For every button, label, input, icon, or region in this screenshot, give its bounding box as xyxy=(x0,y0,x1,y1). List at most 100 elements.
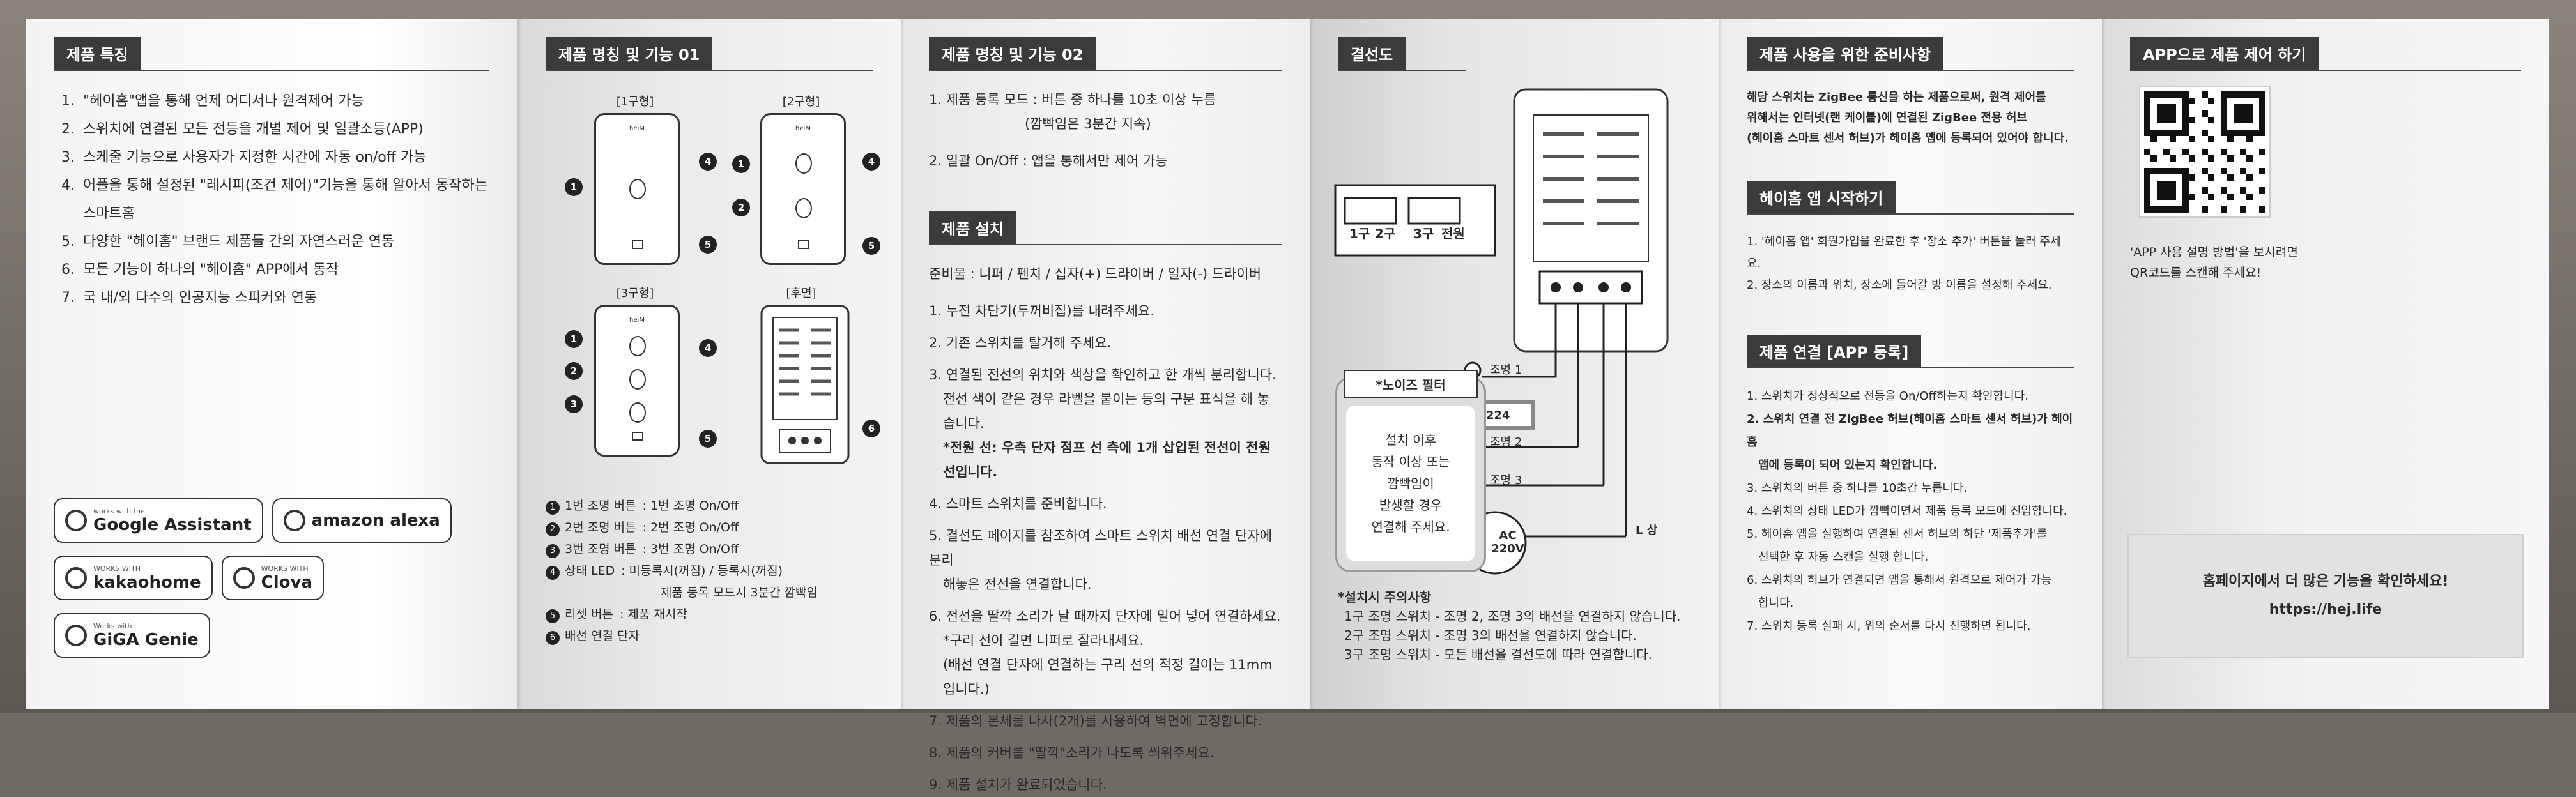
partner-logo-name: Clova xyxy=(261,572,312,592)
install-step: 전선 색이 같은 경우 라벨을 붙이는 등의 구분 표식을 해 놓습니다. xyxy=(943,391,1270,431)
feature-item: 국 내/외 다수의 인공지능 스피커와 연동 xyxy=(79,284,489,312)
homepage-banner: 홈페이지에서 더 많은 기능을 확인하세요! https://hej.life xyxy=(2128,534,2524,658)
terminal-label-3: 3구 xyxy=(1413,226,1434,241)
legend-label: 3번 조명 버튼 xyxy=(565,542,636,556)
lamp-label-3: 조명 3 xyxy=(1490,474,1522,487)
light-button xyxy=(795,198,812,218)
legend-desc: 제품 등록 모드시 3분간 깜빡임 xyxy=(661,586,818,600)
section-header: 제품 설치 xyxy=(929,211,1282,245)
noise-line: 동작 이상 또는 xyxy=(1371,454,1450,469)
qr-code[interactable] xyxy=(2140,87,2269,216)
ac-label: AC 220V xyxy=(1491,529,1524,556)
partner-logo-caption: Works with xyxy=(93,621,132,630)
partner-logo-name: amazon alexa xyxy=(311,511,440,530)
connect-step: 1. 스위치가 정상적으로 전등을 On/Off하는지 확인합니다. xyxy=(1747,390,2028,403)
connect-step: 4. 스위치의 상태 LED가 깜빡이면서 제품 등록 모드에 진입합니다. xyxy=(1747,505,2067,518)
install-step: *전원 선: 우측 단자 점프 선 측에 1개 삽입된 전선이 전원 선입니다. xyxy=(943,440,1271,480)
start-step: 1. '헤이홈 앱' 회원가입을 완료한 후 '장소 추가' 버튼을 눌러 주세… xyxy=(1747,235,2061,270)
partner-logo-name: Google Assistant xyxy=(93,515,252,535)
connect-step: 선택한 후 자동 스캔을 실행 합니다. xyxy=(1758,550,1929,564)
install-step: 4. 스마트 스위치를 준비합니다. xyxy=(929,496,1107,512)
feature-item: 스케줄 기능으로 사용자가 지정한 시간에 자동 on/off 가능 xyxy=(79,144,489,172)
section-title: 제품 명칭 및 기능 01 xyxy=(546,37,713,70)
fold-line xyxy=(2102,19,2106,709)
feature-list: "헤이홈"앱을 통해 언제 어디서나 원격제어 가능스위치에 연결된 모든 전등… xyxy=(54,87,489,312)
legend-number: 4 xyxy=(546,566,560,580)
panel-app-control: APP으로 제품 제어 하기 'APP 사용 설명 방법'을 보시려면 QR코드… xyxy=(2102,19,2549,709)
install-steps: 준비물 : 니퍼 / 펜치 / 십자(+) 드라이버 / 일자(-) 드라이버 … xyxy=(929,262,1282,797)
callout-5: 5 xyxy=(862,237,880,255)
status-led xyxy=(632,240,643,249)
legend-label: 1번 조명 버튼 xyxy=(565,499,636,513)
caution-item: 2구 조명 스위치 - 조명 3의 배선을 연결하지 않습니다. xyxy=(1344,628,1637,643)
install-step: 해놓은 전선을 연결합니다. xyxy=(943,577,1092,592)
legend-number: 6 xyxy=(546,631,560,645)
install-cautions: *설치시 주의사항 1구 조명 스위치 - 조명 2, 조명 3의 배선을 연결… xyxy=(1338,588,1680,664)
light-button xyxy=(629,179,646,199)
section-title: 결선도 xyxy=(1338,37,1406,70)
device-rear: [후면] xyxy=(737,279,865,306)
section-header: 제품 명칭 및 기능 02 xyxy=(929,37,1282,71)
callout-3: 3 xyxy=(565,395,583,413)
tools-line: 준비물 : 니퍼 / 펜치 / 십자(+) 드라이버 / 일자(-) 드라이버 xyxy=(929,266,1262,282)
light-button xyxy=(629,369,646,390)
caution-item: 1구 조명 스위치 - 조명 2, 조명 3의 배선을 연결하지 않습니다. xyxy=(1344,609,1681,624)
device-two-gang: [2구형] xyxy=(737,87,865,114)
homepage-link[interactable]: https://hej.life xyxy=(2269,602,2382,618)
terminal-label-1: 1구 xyxy=(1349,226,1370,241)
switch-one-gang: heiM xyxy=(594,113,680,265)
callout-1: 1 xyxy=(732,155,750,173)
noise-line: 깜빡임이 xyxy=(1387,476,1434,491)
partner-logo-text: amazon alexa xyxy=(312,511,440,530)
feature-item: 어플을 통해 설정된 "레시피(조건 제어)"기능을 통해 알아서 동작하는 스… xyxy=(79,172,489,228)
callout-1: 1 xyxy=(565,330,583,348)
legend-label: 배선 연결 단자 xyxy=(565,629,640,643)
filter-value: 224 xyxy=(1486,409,1510,422)
alexa-icon xyxy=(283,510,305,531)
legend-desc: : 3번 조명 On/Off xyxy=(642,542,739,556)
panel-names-02: 제품 명칭 및 기능 02 1. 제품 등록 모드 : 버튼 중 하나를 10초… xyxy=(901,19,1310,793)
feature-item: 스위치에 연결된 모든 전등을 개별 제어 및 일괄소등(APP) xyxy=(79,116,489,144)
feature-item: 다양한 "헤이홈" 브랜드 제품들 간의 자연스러운 연동 xyxy=(79,228,489,256)
clova-icon xyxy=(233,567,255,589)
install-step: 5. 결선도 페이지를 참조하여 스마트 스위치 배선 연결 단자에 분리 xyxy=(929,528,1273,568)
light-button xyxy=(629,402,646,423)
callout-2: 2 xyxy=(565,362,583,380)
legend-desc: : 2번 조명 On/Off xyxy=(642,520,739,535)
install-step: 1. 누전 차단기(두꺼비집)를 내려주세요. xyxy=(929,303,1154,319)
legend-number: 2 xyxy=(546,522,560,536)
prep-line: 위해서는 인터넷(랜 케이블)에 연결된 ZigBee 전용 허브 xyxy=(1747,111,2027,125)
section-header: APP으로 제품 제어 하기 xyxy=(2130,37,2521,71)
function-description: 1. 제품 등록 모드 : 버튼 중 하나를 10초 이상 누름 (깜빡임은 3… xyxy=(929,87,1282,173)
section-title: 제품 사용을 위한 준비사항 xyxy=(1747,37,1943,70)
install-step: 2. 기존 스위치를 탈거해 주세요. xyxy=(929,335,1112,351)
install-step: 6. 전선을 딸깍 소리가 날 때까지 단자에 밀어 넣어 연결하세요. xyxy=(929,609,1281,624)
folded-brochure: 제품 특징 "헤이홈"앱을 통해 언제 어디서나 원격제어 가능스위치에 연결된… xyxy=(26,19,2549,793)
install-step: 8. 제품의 커버를 "딸깍"소리가 나도록 씌워주세요. xyxy=(929,745,1215,761)
section-header: 헤이홈 앱 시작하기 xyxy=(1747,181,2074,215)
caution-list: 1구 조명 스위치 - 조명 2, 조명 3의 배선을 연결하지 않습니다. 2구… xyxy=(1338,607,1680,664)
legend-label: 2번 조명 버튼 xyxy=(565,520,636,535)
device-label: [2구형] xyxy=(782,95,820,109)
terminal-label-2: 2구 xyxy=(1375,226,1396,241)
noise-line: 발생할 경우 xyxy=(1379,497,1443,513)
qr-caption: 'APP 사용 설명 방법'을 보시려면 QR코드를 스캔해 주세요! xyxy=(2130,245,2298,280)
section-title: 제품 연결 [APP 등록] xyxy=(1747,335,1922,367)
light-button xyxy=(629,336,646,356)
callout-4: 4 xyxy=(699,339,717,357)
legend-number: 1 xyxy=(546,501,560,515)
brand-logo: heiM xyxy=(629,317,645,324)
legend-row: 6 배선 연결 단자 xyxy=(546,625,873,647)
prep-line: 해당 스위치는 ZigBee 통신을 하는 제품으로써, 원격 제어를 xyxy=(1747,91,2046,104)
caution-title: *설치시 주의사항 xyxy=(1338,589,1432,605)
noise-line: 설치 이후 xyxy=(1385,432,1436,448)
partner-logo-caption: WORKS WITH xyxy=(93,564,141,573)
feature-item: 모든 기능이 하나의 "헤이홈" APP에서 동작 xyxy=(79,256,489,284)
